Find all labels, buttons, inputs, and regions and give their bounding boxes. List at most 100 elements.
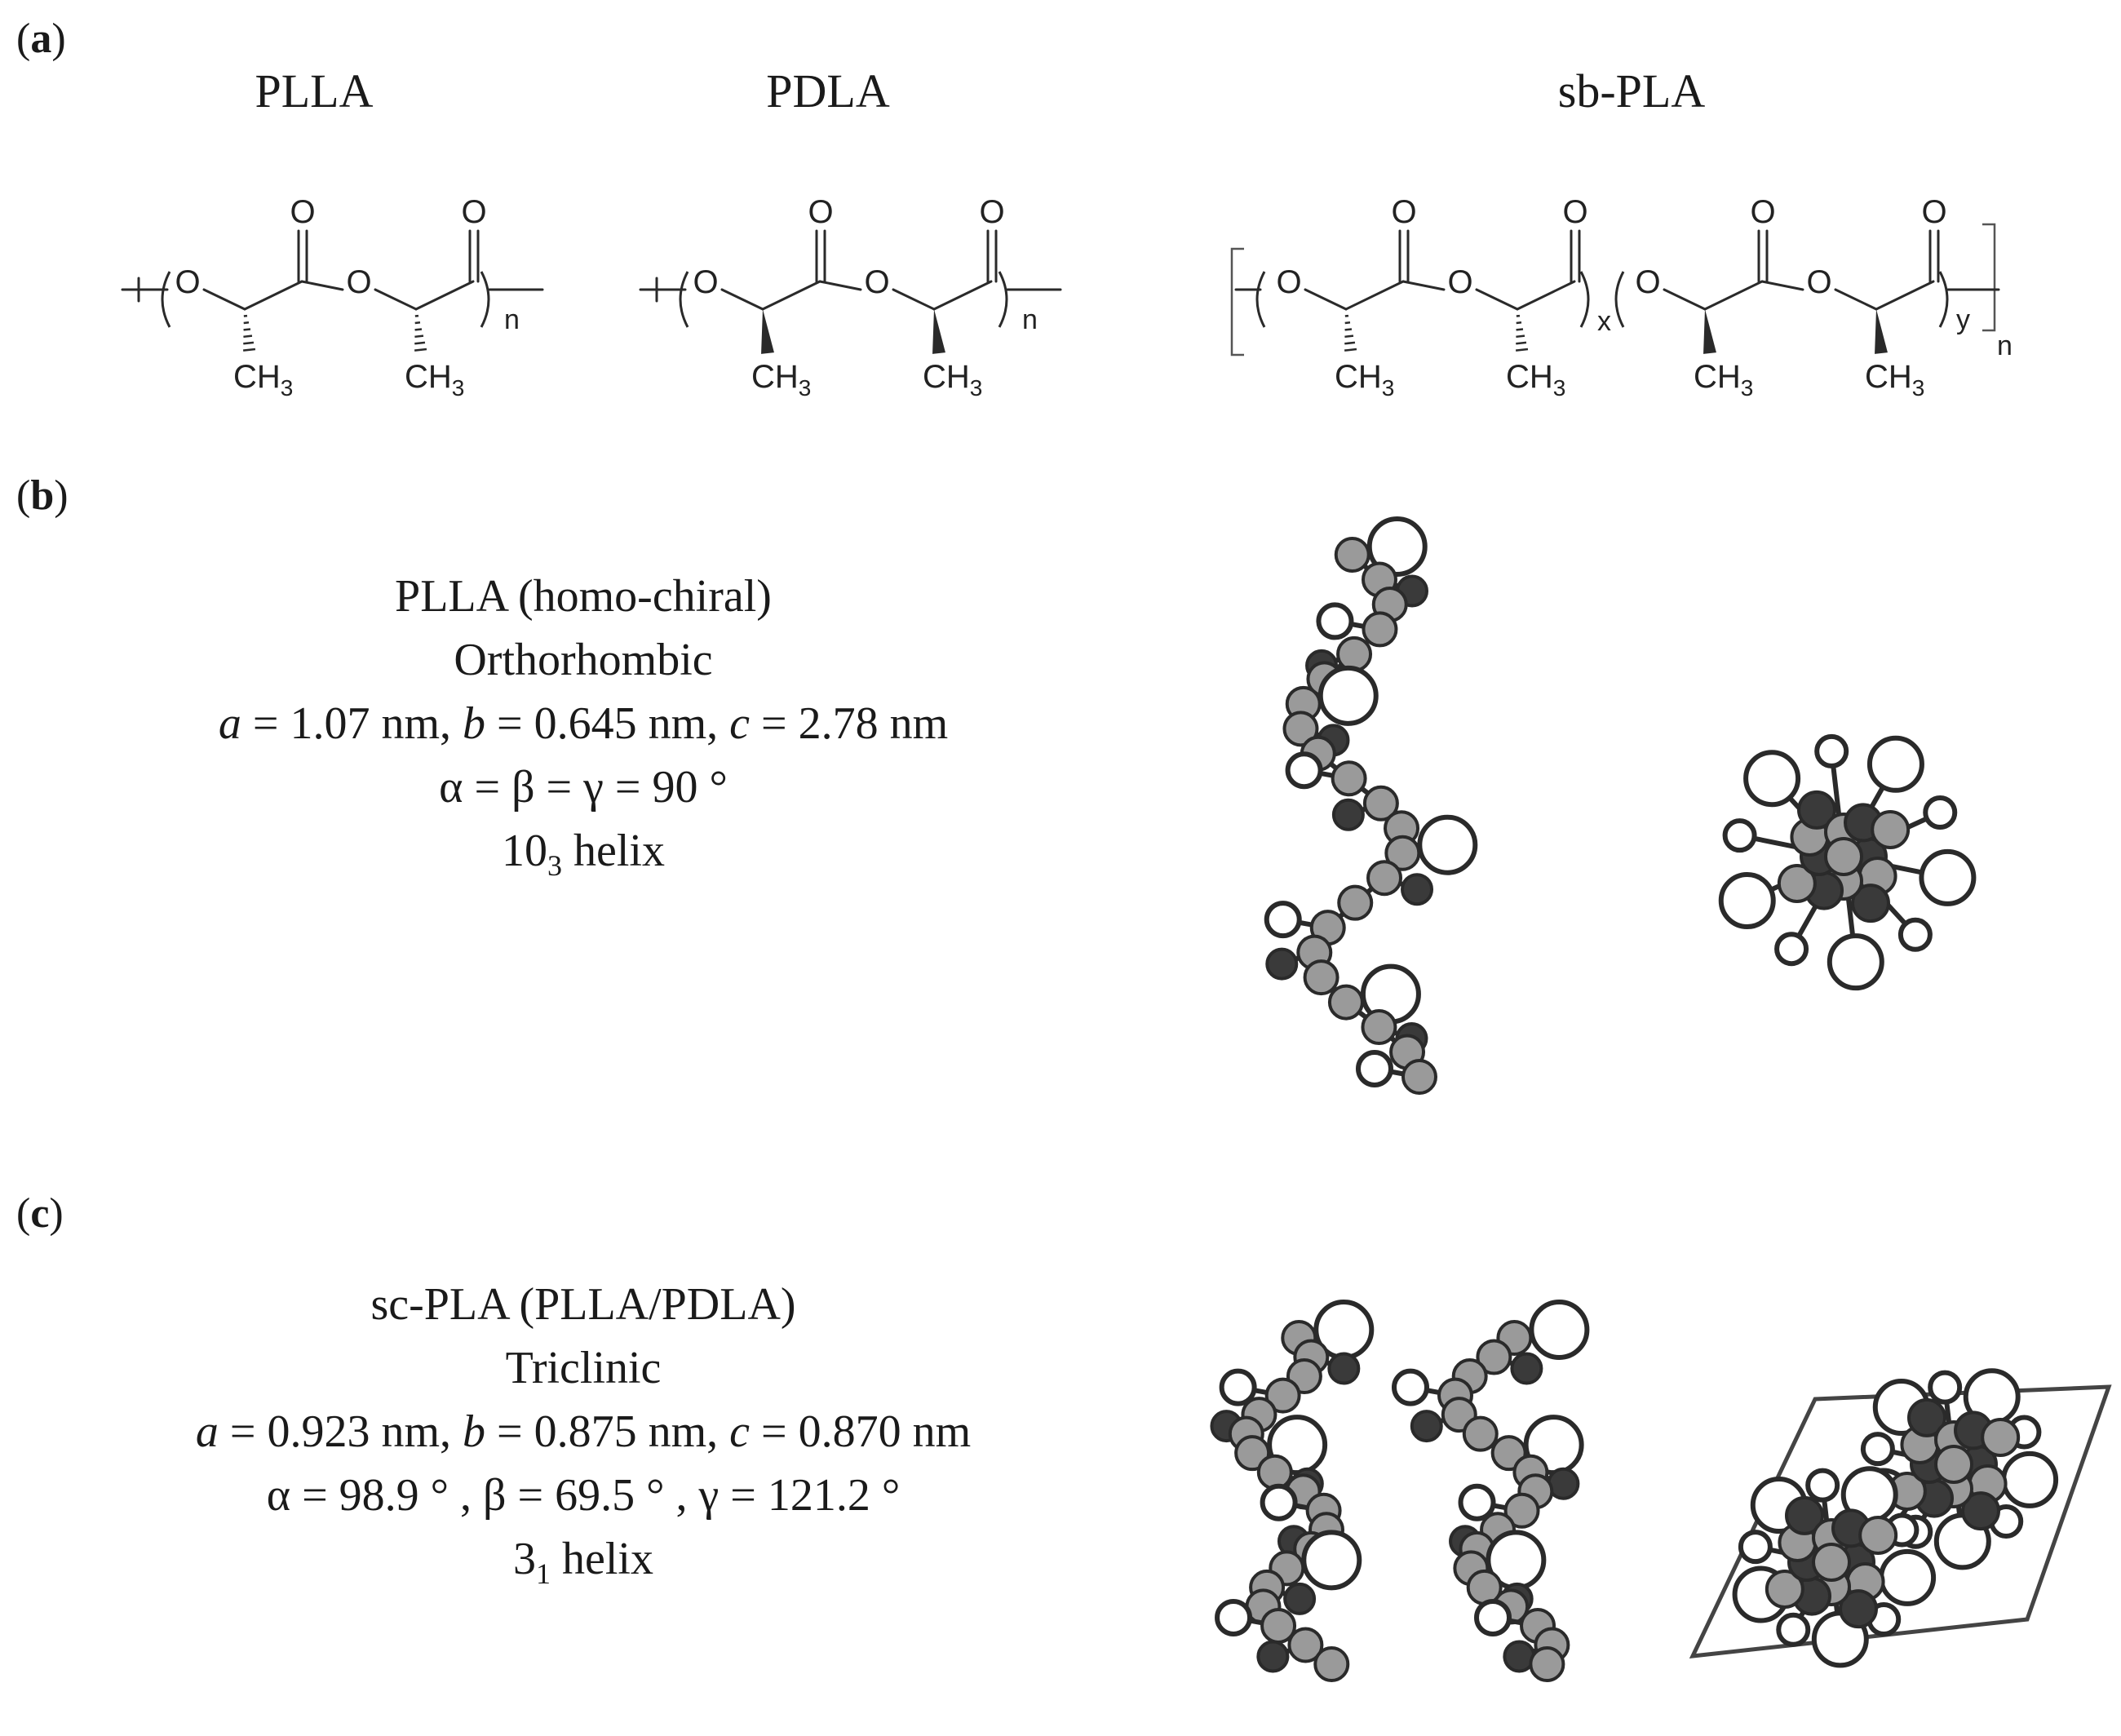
hashed-wedge [1515,314,1529,352]
oxygen-atom [1743,750,1801,808]
panel-b-helix: 103 helix [502,826,665,883]
bond-line [202,288,246,311]
repeat-subscript: n [1022,304,1038,335]
bond-line [892,288,936,311]
methyl-atom [1961,1491,2000,1531]
wedge-hash [414,334,424,339]
methyl-label: CH3 [1865,359,1924,401]
oxygen-atom [1260,1483,1298,1521]
bond-line [1401,280,1446,291]
paren-close [998,271,1008,328]
panel-c-angles: α = 98.9 ° , β = 69.5 ° , γ = 121.2 ° [266,1470,901,1521]
bond-line [1760,280,1804,291]
bond-line [761,280,821,311]
oxygen-atom [1285,751,1323,790]
molecular-models [1210,516,2112,1682]
carbon-atom [1334,537,1370,573]
repeat-subscript: n [504,304,520,335]
carbonyl-oxygen: O [290,194,315,230]
paren-close [480,271,490,328]
bond-line [243,280,303,311]
bold-wedge [761,309,774,354]
carbon-atom [1234,1435,1271,1472]
methyl-label: CH3 [233,359,293,401]
block-subscript-y: y [1956,304,1970,335]
repeat-subscript: n [1997,330,2013,361]
methyl-label: CH3 [1506,359,1565,401]
bold-wedge [932,309,945,354]
oxygen-atom [1923,795,1958,830]
wedge-hash [243,321,250,325]
carbon-atom [1336,636,1373,672]
carbon-atom [1777,864,1817,903]
panel-c-info: sc-PLA (PLLA/PDLA) Triclinic a = 0.923 n… [175,1273,991,1605]
paren-close [1938,271,1949,328]
oxygen-atom [1718,871,1776,929]
methyl-atom [1907,1397,1946,1437]
sc-cell-helix-2 [1732,1466,1937,1668]
oxygen-atom: O [346,264,371,300]
methyl-atom [1401,873,1434,906]
wedge-hash [243,328,251,331]
plla-helix-top-view [1718,733,1977,991]
bond-line [1834,288,1878,311]
oxygen-atom [2001,1450,2059,1508]
oxygen-atom [1722,818,1757,853]
oxygen-atom [1879,1548,1937,1606]
panel-b-info: PLLA (homo-chiral) Orthorhombic a = 1.07… [175,565,991,897]
oxygen-atom [1355,1050,1393,1087]
panel-c-lattice: a = 0.923 nm, b = 0.875 nm, c = 0.870 nm [195,1406,972,1457]
methyl-label: CH3 [751,359,811,401]
carbon-atom [1765,1570,1804,1609]
oxygen-atom [1529,1300,1590,1360]
oxygen-atom [1805,1468,1840,1503]
block-subscript-x: x [1597,306,1611,337]
carbon-atom [1361,1009,1397,1046]
panel-b-lattice: a = 1.07 nm, b = 0.645 nm, c = 2.78 nm [218,698,949,749]
oxygen-atom [1317,665,1379,726]
oxygen-atom [1417,814,1478,875]
oxygen-atom [1301,1530,1362,1591]
hashed-wedge [414,314,427,352]
wedge-hash [414,348,427,352]
panel-label-b: (b) [16,472,69,519]
methyl-label: CH3 [923,359,982,401]
bold-wedge [1875,309,1888,354]
oxygen-atom: O [175,264,200,300]
carbon-atom [1362,611,1398,648]
carbon-atom [1824,837,1863,876]
bond-line [818,280,862,291]
panel-c-polymer: sc-PLA (PLLA/PDLA) [370,1279,796,1330]
carbon-atom [1337,884,1374,921]
oxygen-atom: O [864,264,889,300]
hashed-wedge [242,314,256,352]
wedge-hash [1516,328,1524,331]
oxygen-atom [1866,735,1924,793]
oxygen-atom [1774,932,1809,967]
oxygen-atom [1860,1432,1895,1467]
oxygen-atom [1474,1598,1512,1636]
carbonyl-oxygen: O [1921,194,1946,230]
oxygen-atom [1897,917,1933,952]
carbonyl-oxygen: O [1562,194,1587,230]
oxygen-atom [1316,602,1354,640]
carbon-atom [1529,1646,1565,1682]
oxygen-atom [1919,848,1977,906]
oxygen-atom [1219,1368,1257,1406]
wedge-hash [243,334,253,339]
sbpla-title: sb-PLA [1557,64,1706,117]
methyl-atom [1283,1582,1317,1615]
carbon-atom [1934,1445,1973,1484]
oxygen-atom [1827,933,1884,991]
panel-c-crystal-system: Triclinic [505,1343,662,1393]
carbon-atom [1981,1418,2021,1457]
oxygen-atom [1392,1368,1429,1406]
carbon-atom [1287,1627,1324,1663]
methyl-atom [1410,1410,1443,1443]
